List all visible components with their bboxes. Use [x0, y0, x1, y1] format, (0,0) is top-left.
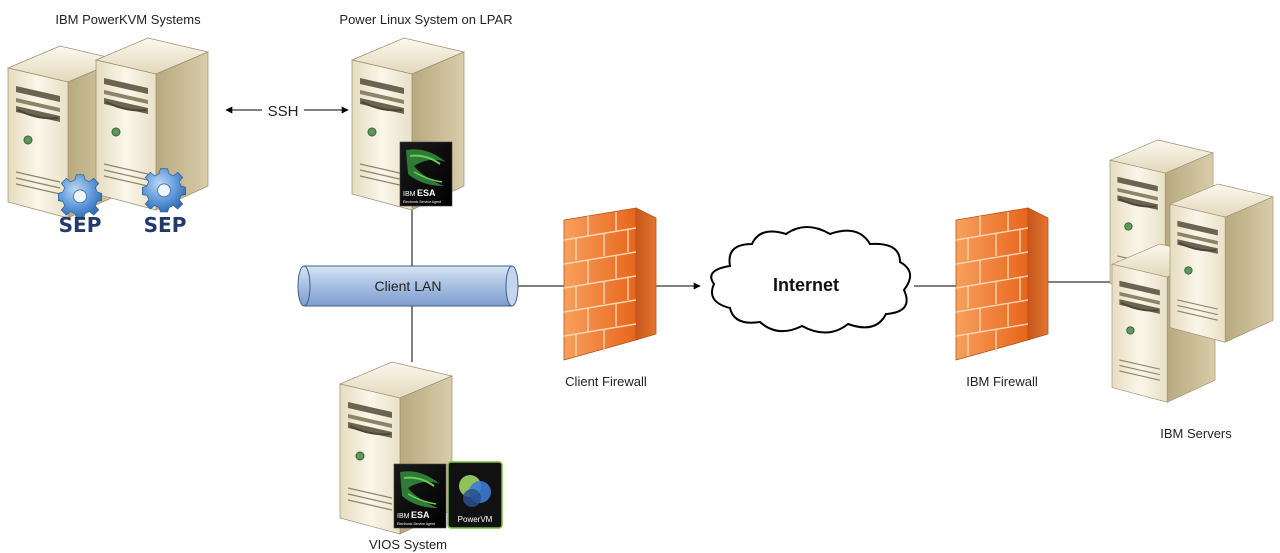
client-lan-label: Client LAN: [375, 278, 442, 294]
svg-text:ESA: ESA: [411, 510, 430, 520]
svg-text:PowerVM: PowerVM: [458, 515, 493, 524]
linux-lpar-system: Power Linux System on LPAR IBM ESA Elect…: [339, 12, 513, 211]
server-tower-icon: [1169, 183, 1274, 344]
powerkvm-systems-label: IBM PowerKVM Systems: [55, 12, 201, 27]
svg-text:Electronic Service Agent: Electronic Service Agent: [397, 522, 435, 526]
cloud-icon: [710, 226, 911, 334]
svg-text:IBM: IBM: [397, 513, 410, 520]
ibm-servers: IBM Servers: [1109, 139, 1274, 441]
internet-cloud: Internet: [710, 226, 911, 334]
ibm-firewall: IBM Firewall: [955, 207, 1049, 389]
svg-text:ESA: ESA: [417, 188, 436, 198]
brick-firewall-icon: [563, 207, 657, 361]
ibm-server-front: [1169, 183, 1274, 344]
linux-lpar-label: Power Linux System on LPAR: [339, 12, 512, 27]
client-firewall-label: Client Firewall: [565, 374, 647, 389]
svg-text:Electronic Service Agent: Electronic Service Agent: [403, 200, 441, 204]
powerkvm-systems: IBM PowerKVM Systems SEP SEP: [7, 12, 209, 237]
ibm-firewall-label: IBM Firewall: [966, 374, 1038, 389]
vios-system: IBM ESA Electronic Service Agent PowerVM…: [339, 361, 503, 552]
internet-label: Internet: [773, 275, 839, 295]
vios-label: VIOS System: [369, 537, 447, 552]
gear-icon: [142, 168, 186, 213]
esa-badge-icon: IBM ESA Electronic Service Agent: [393, 463, 447, 529]
sep-label-2: SEP: [144, 213, 187, 237]
ibm-servers-label: IBM Servers: [1160, 426, 1232, 441]
client-lan-pipe: Client LAN: [297, 265, 519, 307]
ssh-label: SSH: [268, 103, 299, 120]
client-firewall: Client Firewall: [563, 207, 657, 389]
sep-label-1: SEP: [59, 213, 102, 237]
brick-firewall-icon: [955, 207, 1049, 361]
esa-badge-icon: IBM ESA Electronic Service Agent: [399, 141, 453, 207]
gear-icon: [58, 174, 102, 219]
powervm-badge-icon: PowerVM: [447, 461, 503, 529]
svg-text:IBM: IBM: [403, 191, 416, 198]
